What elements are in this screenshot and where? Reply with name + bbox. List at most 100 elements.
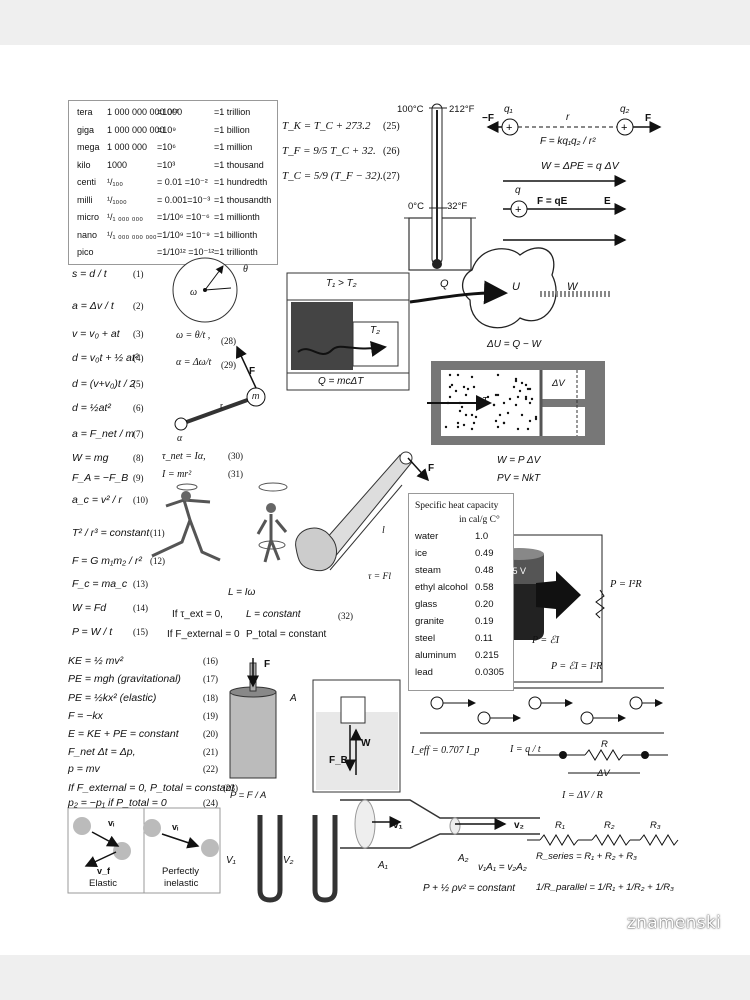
angular-momentum: L = Iω [228, 587, 256, 598]
gas-molecule [508, 397, 512, 401]
label-R: R [601, 739, 608, 750]
heat-value: 0.11 [475, 633, 493, 644]
kinematics-eq-number: (8) [133, 453, 144, 463]
kinematics-eq-number: (12) [150, 556, 165, 566]
gas-molecule [472, 385, 476, 389]
condition-torque: If τ_ext = 0, [172, 609, 223, 620]
result-p-constant: P_total = constant [246, 629, 327, 640]
label-t1-t2: T₁ > T₂ [326, 278, 357, 289]
gas-molecule [528, 419, 532, 423]
gas-molecule [530, 397, 534, 401]
gas-molecule [494, 393, 498, 397]
label-elastic: Elastic [89, 878, 117, 889]
ideal-gas: PV = NkT [497, 473, 541, 484]
si-value: 1 000 000 [107, 142, 148, 152]
label-weight: W [361, 738, 371, 749]
gas-molecule [526, 387, 530, 391]
venturi-pipe [340, 799, 540, 849]
gas-molecule [458, 401, 462, 405]
gas-molecule [448, 385, 452, 389]
eq-29-number: (29) [221, 360, 236, 370]
gas-molecule [482, 399, 486, 403]
label-wrench-l: l [382, 525, 385, 536]
energy-eq-number: (16) [203, 656, 218, 666]
power-ei: P = ℰI [532, 635, 560, 646]
label-V2: V₂ [283, 855, 294, 866]
si-prefix: nano [77, 229, 98, 240]
energy-eq-number: (19) [203, 711, 218, 721]
si-power: = 0.01 =10⁻² [157, 177, 208, 187]
label-perfectly: Perfectly [162, 866, 199, 877]
kinematics-eq-number: (13) [133, 579, 148, 589]
heat-material: glass [415, 599, 438, 610]
gas-molecule [496, 393, 500, 397]
gas-molecule [444, 425, 448, 429]
kinematics-eq: s = d / t [72, 268, 107, 280]
wrench-illustration [295, 451, 430, 572]
heat-title-2: in cal/g C° [459, 515, 500, 525]
label-vi-inelastic: vᵢ [172, 822, 179, 832]
eq-27-number: (27) [383, 171, 400, 182]
si-word: =1 hundredth [214, 177, 268, 187]
inertia-equation: I = mr² [162, 469, 192, 480]
si-value: 1 000 000 000 [107, 124, 165, 135]
effective-current: I_eff = 0.707 I_p [411, 745, 480, 756]
kinematics-eq: a = Δv / t [72, 300, 114, 312]
svg-text:+: + [621, 122, 627, 134]
si-value: ¹/₁₀₀ [107, 177, 124, 187]
heat-value: 0.48 [475, 565, 494, 576]
result-L-constant: L = constant [246, 609, 301, 620]
gas-molecule [514, 403, 518, 407]
kinematics-eq: W = Fd [72, 602, 107, 614]
si-prefix: giga [77, 124, 95, 135]
manometer-tubes [257, 815, 338, 903]
gas-molecule [474, 415, 478, 419]
kinematics-eq: a = F_net / m [72, 428, 135, 440]
gas-molecule [470, 427, 474, 431]
gas-molecule [486, 395, 490, 399]
gas-molecule [534, 415, 538, 419]
gas-molecule [524, 395, 528, 399]
label-rot-alpha: α [177, 433, 183, 444]
bernoulli-equation: P + ½ ρv² = constant [423, 883, 516, 894]
eq-25-number: (25) [383, 121, 400, 132]
gas-molecule [462, 385, 466, 389]
gas-molecule [450, 383, 454, 387]
label-U: U [512, 281, 520, 293]
condition-force: If F_external = 0 [167, 629, 240, 640]
si-prefix: milli [77, 194, 93, 205]
kinematics-eq-number: (5) [133, 379, 144, 389]
kinematics-eq-number: (15) [133, 627, 148, 637]
si-word: =1 millionth [214, 212, 260, 222]
si-power: =10⁶ [157, 142, 176, 152]
gas-molecule [518, 389, 522, 393]
kinematics-eq: W = mg [72, 452, 109, 464]
heat-title-1: Specific heat capacity [415, 501, 499, 511]
kinematics-eq: P = W / t [72, 626, 113, 638]
gas-molecule [520, 381, 524, 385]
kinematics-eq: d = (v+v₀)t / 2 [72, 378, 136, 390]
gas-molecule [448, 373, 452, 377]
si-value: ¹/₁ ₀₀₀ ₀₀₀ [107, 212, 143, 222]
label-fluid-F: F [264, 659, 271, 670]
gas-molecule [528, 387, 532, 391]
watermark: znamenski [627, 913, 722, 933]
gas-molecule [454, 389, 458, 393]
label-q: q [515, 185, 521, 196]
current-charges-diagram [420, 687, 664, 734]
si-power: =1/10⁶ =10⁻⁶ [157, 212, 210, 222]
eq-26-number: (26) [383, 146, 400, 157]
torque-equation: τ_net = Iα, [162, 451, 206, 462]
eq-25: T_K = T_C + 273.2 [282, 120, 371, 132]
kinematics-eq: v = v₀ + at [72, 328, 120, 340]
svg-text:+: + [515, 204, 521, 216]
heat-transfer-diagram [286, 272, 410, 391]
parallel-resistance: 1/R_parallel = 1/R₁ + 1/R₂ + 1/R₃ [536, 882, 674, 893]
eq-27: T_C = 5/9 (T_F − 32). [282, 170, 384, 182]
thermometer-icon [404, 103, 476, 271]
si-word: =1 million [214, 142, 253, 152]
omega-equation: ω = θ/t , [176, 330, 211, 341]
label-buoyant: F_B [329, 755, 348, 766]
label-fluid-A: A [290, 693, 297, 704]
series-resistance: R_series = R₁ + R₂ + R₃ [536, 851, 637, 862]
